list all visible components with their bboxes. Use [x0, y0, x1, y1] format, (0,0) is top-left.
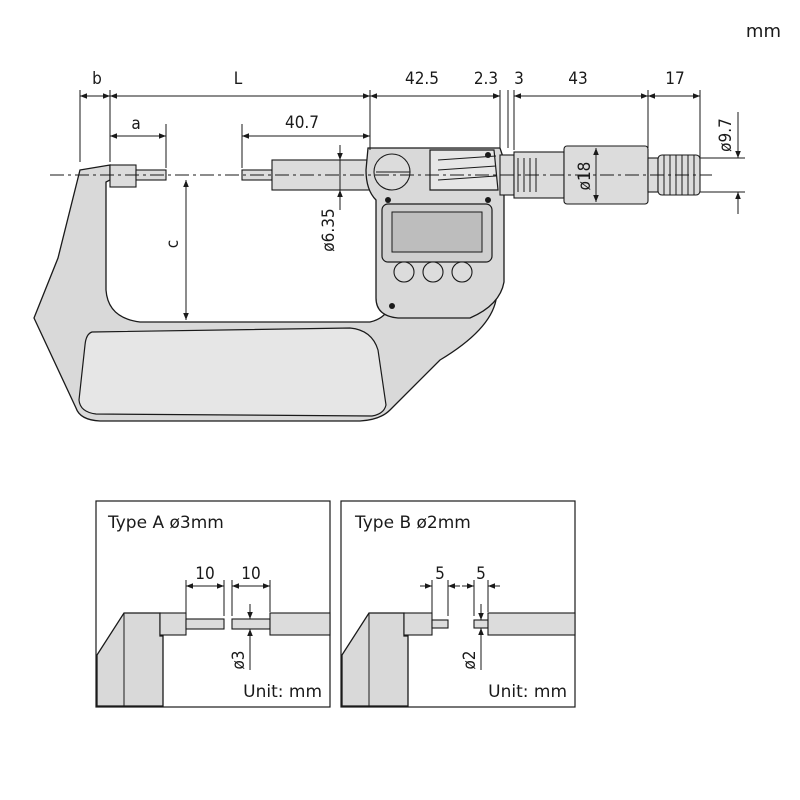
- panel-a-unit: Unit: mm: [243, 682, 322, 702]
- micrometer-frame: [33, 164, 497, 422]
- panel-a-spindle-tip: [231, 618, 271, 630]
- dim-c: c: [163, 240, 183, 248]
- dim-dia-18: ø18: [575, 162, 595, 191]
- unit-label: mm: [746, 21, 781, 42]
- panel-a-anvil-tip: [185, 618, 225, 630]
- dim-L: L: [234, 69, 243, 89]
- panel-a-dim-left: 10: [195, 564, 214, 584]
- panel-b-spindle: [487, 612, 576, 636]
- dim-43: 43: [568, 69, 587, 89]
- panel-a-spindle: [269, 612, 331, 636]
- panel-b-dim-right: 5: [476, 564, 486, 584]
- dim-3: 3: [514, 69, 524, 89]
- panel-b-anvil-tip: [431, 619, 449, 629]
- dim-spindle-length: 40.7: [285, 113, 319, 133]
- panel-a-title: Type A ø3mm: [107, 513, 224, 533]
- dim-dia-6-35: ø6.35: [319, 208, 339, 251]
- button-3[interactable]: [451, 261, 473, 283]
- panel-a-anvil: [159, 612, 187, 636]
- panel-type-a: Type A ø3mm 10 10 ø3 Unit: mm: [95, 500, 331, 708]
- panel-a-dim-right: 10: [241, 564, 260, 584]
- screw-2: [485, 197, 491, 203]
- anvil-block: [109, 164, 137, 188]
- digital-head: [365, 147, 505, 319]
- dim-2-3: 2.3: [474, 69, 498, 89]
- panel-type-b: Type B ø2mm 5 5 ø2 Unit: mm: [340, 500, 576, 708]
- panel-b-unit: Unit: mm: [488, 682, 567, 702]
- button-2[interactable]: [422, 261, 444, 283]
- panel-b-anvil: [403, 612, 433, 636]
- dim-42-5: 42.5: [405, 69, 439, 89]
- panel-b-spindle-tip: [473, 619, 489, 629]
- lcd-display: [391, 211, 483, 253]
- screw-3: [389, 303, 395, 309]
- screw-1: [385, 197, 391, 203]
- dim-a: a: [131, 114, 140, 134]
- panel-b-dim-left: 5: [435, 564, 445, 584]
- button-1[interactable]: [393, 261, 415, 283]
- screw-4: [485, 152, 491, 158]
- panel-a-dia: ø3: [229, 650, 249, 669]
- dim-17: 17: [665, 69, 684, 89]
- dim-b: b: [92, 69, 102, 89]
- panel-b-title: Type B ø2mm: [354, 513, 471, 533]
- dim-dia-9-7: ø9.7: [716, 118, 736, 152]
- panel-b-dia: ø2: [460, 650, 480, 669]
